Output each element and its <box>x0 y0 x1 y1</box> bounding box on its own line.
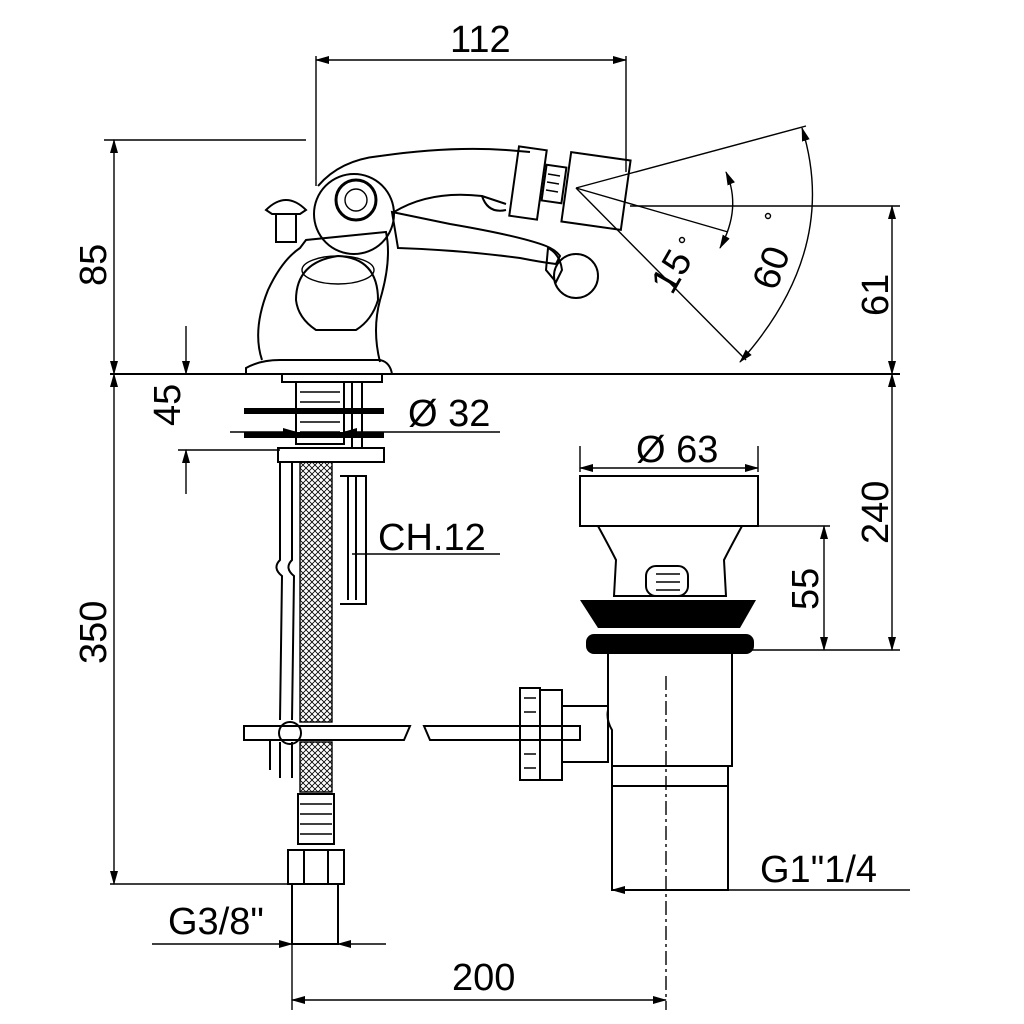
spray-angles: 15 60 <box>575 125 814 363</box>
dim-200-label: 200 <box>452 957 515 999</box>
angle-15-label: 15 <box>643 243 701 301</box>
spray-nozzle <box>508 145 632 231</box>
inlet-connector <box>287 793 345 945</box>
dim-112-label: 112 <box>450 19 511 61</box>
dim-ch12-label: CH.12 <box>378 517 486 559</box>
dim-45-label: 45 <box>147 384 189 426</box>
dim-55: 55 <box>740 525 900 651</box>
dim-g38: G3/8" <box>152 901 386 948</box>
dim-85-label: 85 <box>73 244 115 286</box>
faucet-body <box>245 147 599 375</box>
dim-d63-label: Ø 63 <box>636 429 718 471</box>
dim-112: 112 <box>315 19 627 186</box>
dim-ch12: CH.12 <box>352 517 500 559</box>
dim-61-label: 61 <box>855 274 897 316</box>
waste-assembly <box>519 475 759 1010</box>
dim-61: 61 <box>630 205 900 375</box>
dim-55-label: 55 <box>785 568 827 610</box>
dim-45: 45 <box>147 326 280 494</box>
flex-hoses <box>275 461 367 793</box>
dim-350: 350 <box>73 373 288 885</box>
dim-d63: Ø 63 <box>579 429 759 472</box>
dim-d32: Ø 32 <box>230 393 500 436</box>
shank-assembly <box>244 373 385 463</box>
popup-rod <box>243 721 581 770</box>
dim-85: 85 <box>73 139 306 375</box>
dim-240: 240 <box>855 373 897 651</box>
dim-g114-label: G1"1/4 <box>760 849 877 891</box>
dim-g38-label: G3/8" <box>168 901 264 943</box>
dim-200: 200 <box>291 944 667 1010</box>
dim-240-label: 240 <box>855 481 897 544</box>
dim-350-label: 350 <box>73 601 115 664</box>
dim-g114: G1"1/4 <box>611 849 910 894</box>
dim-d32-label: Ø 32 <box>408 393 490 435</box>
